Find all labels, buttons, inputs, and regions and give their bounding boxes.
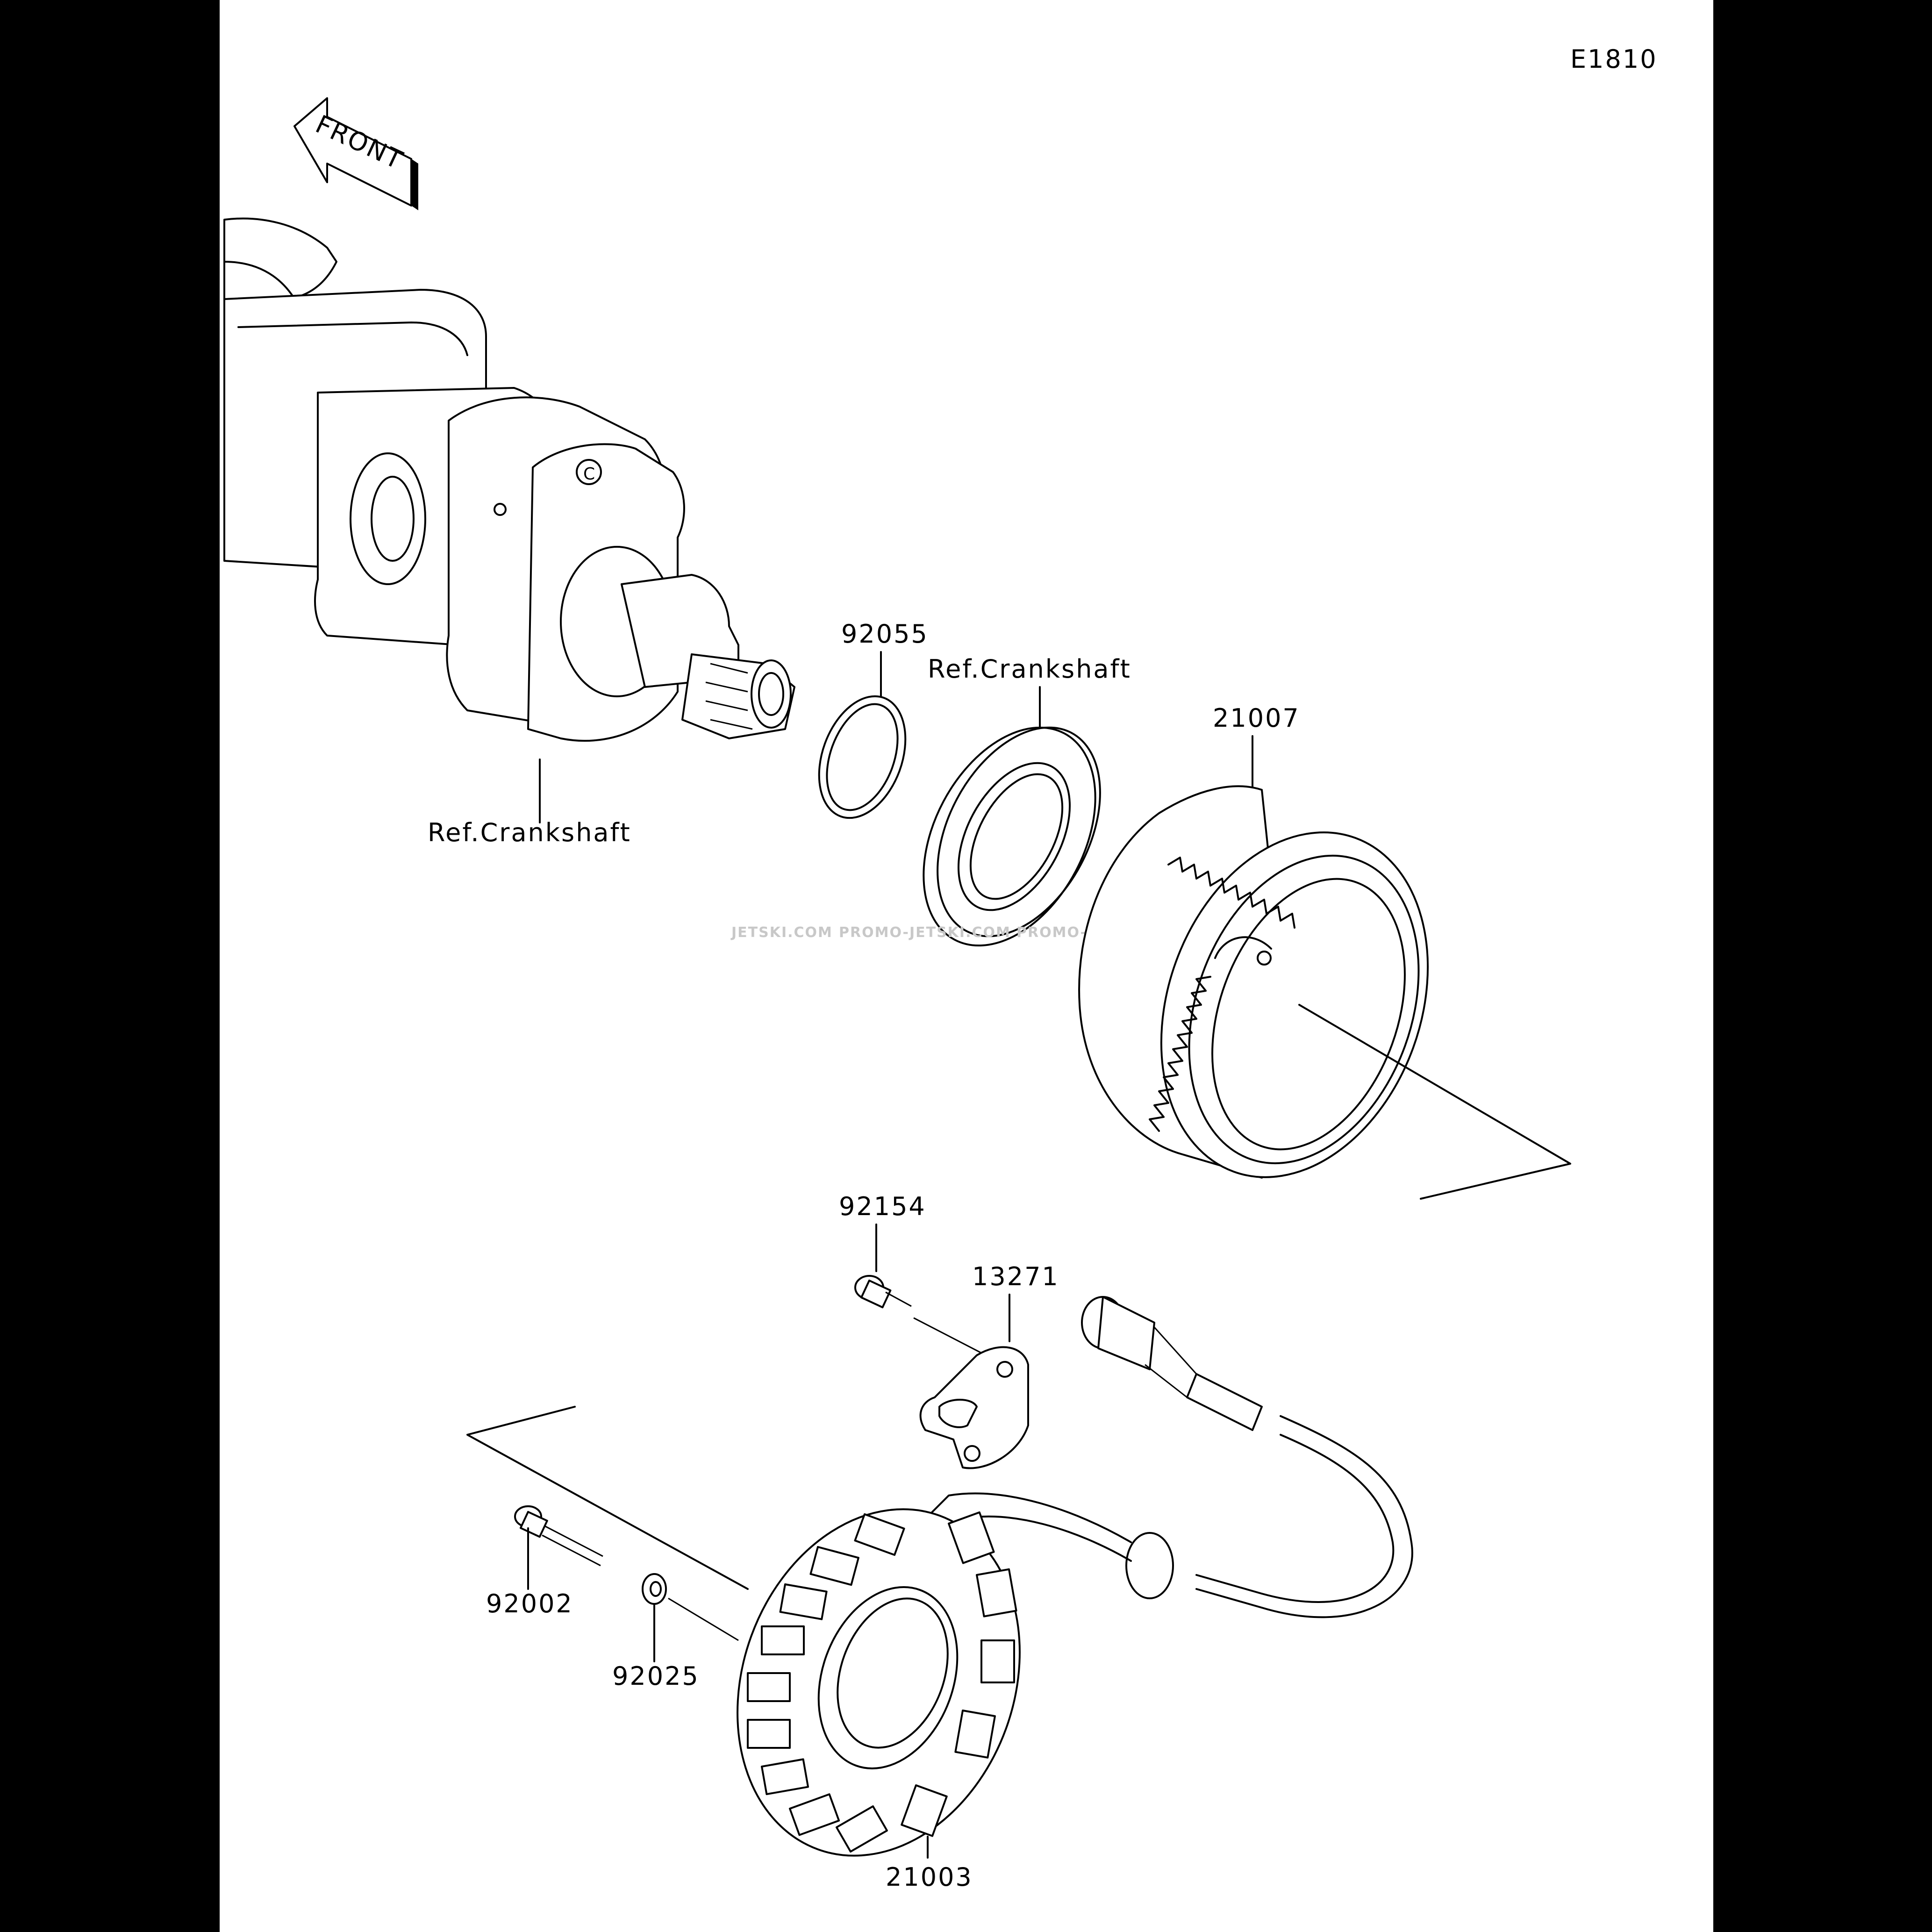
- front-arrow-icon: FRONT: [293, 97, 418, 210]
- part-label-92002: 92002: [486, 1589, 573, 1618]
- diagram-code: E1810: [1570, 44, 1658, 74]
- leader-line: [668, 1597, 739, 1641]
- part-label-21003: 21003: [886, 1862, 973, 1892]
- part-label-92055: 92055: [841, 619, 929, 649]
- plate-13271: [919, 1346, 1029, 1469]
- watermark-2: PROMO-JETSKI.COM: [839, 924, 1011, 941]
- part-label-92154: 92154: [839, 1192, 926, 1221]
- part-label-13271: 13271: [972, 1262, 1059, 1291]
- part-label-92025: 92025: [612, 1661, 700, 1691]
- o-ring-92055: [818, 695, 907, 819]
- stator-21003: [737, 1508, 1021, 1857]
- leader-line: [466, 1406, 749, 1590]
- crankshaft-ref-label-lower: Ref.Crankshaft: [428, 818, 631, 847]
- leader-line: [913, 1317, 982, 1354]
- washer-92025: [642, 1573, 667, 1605]
- rotor-21007: [1078, 785, 1429, 1179]
- leader-line: [1298, 1004, 1571, 1200]
- seal-collar: [923, 726, 1101, 947]
- connector-icon: [1081, 1296, 1263, 1431]
- watermark-1: JETSKI.COM: [730, 924, 833, 941]
- part-label-21007: 21007: [1213, 703, 1300, 733]
- svg-text:C: C: [583, 465, 596, 484]
- crankshaft-illustration: C: [223, 217, 795, 742]
- bolt-92154: [854, 1275, 912, 1309]
- crankshaft-ref-label-upper: Ref.Crankshaft: [928, 654, 1131, 684]
